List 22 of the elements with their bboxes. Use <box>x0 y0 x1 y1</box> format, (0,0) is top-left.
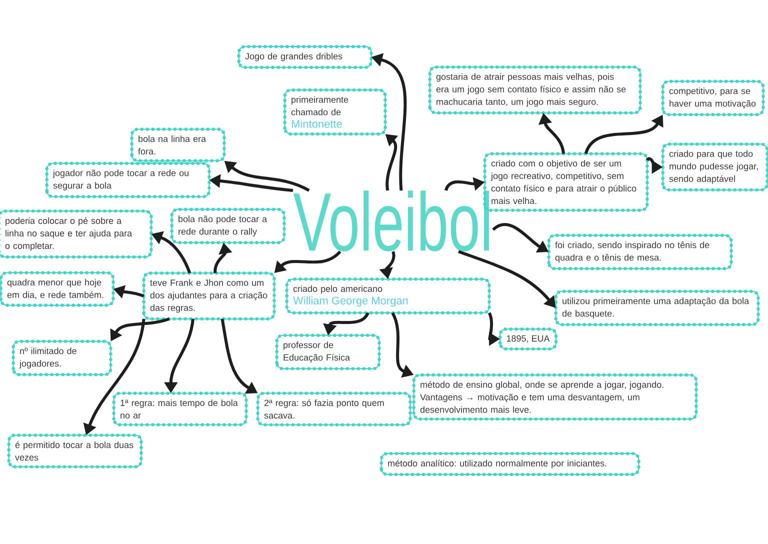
cloud-note: quadra menor que hoje em dia, e rede também. <box>0 271 115 307</box>
cloud-note: poderia colocar o pé sobre a linha no saque e ter ajuda para o completar. <box>0 209 153 259</box>
cloud-note: método de ensino global, onde se aprende a jogar, jogando. Vantagens → motivação e tem uma desvantagem, um desenvolvimento mais leve. <box>412 373 698 421</box>
cloud-note: teve Frank e Jhon como um dos ajudantes para a criação das regras. <box>142 272 276 320</box>
cloud-note: é permitido tocar a bola duas vezes <box>7 434 143 468</box>
cloud-note: jogador não pode tocar a rede ou segurar a bola <box>45 162 211 198</box>
cloud-note: 1895, EUA <box>498 327 558 351</box>
cloud-note: gostaria de atrair pessoas mais velhas, pois era um jogo sem contato físico e assim não se machucaria tanto, um jogo mais seguro. <box>428 66 642 114</box>
cloud-note: 1ª regra: mais tempo de bola no ar <box>112 392 248 426</box>
cloud-note: bola na linha era fora. <box>130 128 226 162</box>
cloud-note: 2ª regra: só fazia ponto quem sacava. <box>256 392 412 426</box>
cloud-note: foi criado, sendo inspirado no tênis de quadra e o tênis de mesa. <box>547 234 733 270</box>
cloud-note: utilizou primeiramente uma adaptação da bola de basquete. <box>554 290 760 326</box>
cloud-note: criado para que todo mundo pudesse jogar, sendo adaptável <box>661 142 768 192</box>
cloud-note: criado pelo americano William George Morgan <box>285 278 491 314</box>
cloud-note: primeiramente chamado de Mintonette <box>283 88 387 136</box>
cloud-note: método analítico: utilizado normalmente por iniciantes. <box>380 452 640 476</box>
cloud-note: competitivo, para se haver uma motivação <box>661 80 765 116</box>
cloud-note: bola não pode tocar a rede durante o rally <box>170 208 286 244</box>
cloud-note: professor de Educação Física <box>275 334 381 370</box>
cloud-note: Jogo de grandes dribles <box>237 45 373 69</box>
cloud-note: nº ilimitado de jogadores. <box>12 340 112 376</box>
